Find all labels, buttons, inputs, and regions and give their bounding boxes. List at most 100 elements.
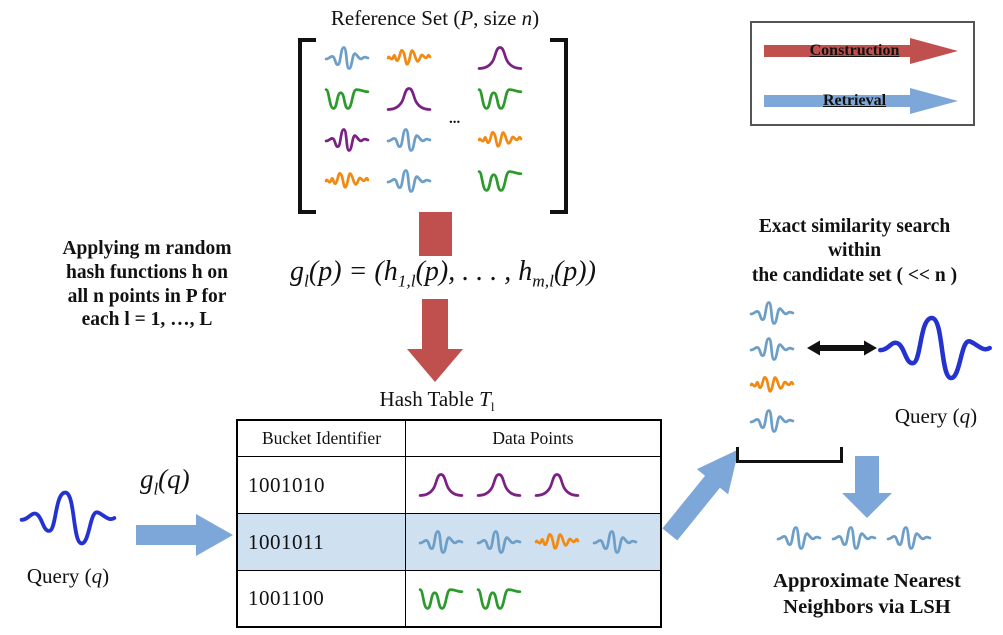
note-line: Applying m random (62, 238, 232, 259)
query-text: Query ( (26, 564, 92, 588)
hash-table: Bucket Identifier Data Points 1001010 10… (236, 419, 662, 628)
bucket-data-points (405, 570, 660, 626)
hash-table-title-text: Hash Table (379, 387, 480, 411)
hashing-note: Applying m random hash functions h on al… (18, 237, 276, 332)
waveform-icon (776, 526, 822, 550)
waveform-icon (749, 409, 795, 433)
note-line: the candidate set ( << n ) (751, 264, 958, 286)
bucket-data-points (405, 456, 660, 513)
column-header-data-points: Data Points (405, 421, 660, 456)
glq-args: (q) (158, 464, 190, 494)
bucket-id: 1001010 (238, 456, 405, 513)
formula-text: (p) = (h (308, 256, 398, 287)
waveform-icon (324, 88, 370, 110)
right-bracket (550, 38, 568, 214)
reference-waveforms: ... (324, 42, 523, 197)
waveform-icon (418, 473, 464, 497)
waveform-icon (886, 526, 932, 550)
query-text: ) (970, 404, 978, 428)
hash-table-title: Hash Table Tl (352, 387, 522, 415)
ann-result-waveforms (776, 522, 932, 554)
query-waveform-icon (876, 300, 994, 396)
reference-set-title: Reference Set (P, size n) (280, 6, 590, 31)
waveform-icon (324, 171, 370, 189)
waveform-icon (534, 473, 580, 497)
column-header-bucket: Bucket Identifier (261, 428, 382, 448)
formula-text: (p), . . . , h (415, 256, 533, 287)
waveform-icon (477, 88, 523, 110)
hash-function-formula: gl(p) = (h1,l(p), . . . , hm,l(p)) (258, 256, 628, 292)
query-waveform-icon (19, 490, 117, 546)
formula-sub-l: l (304, 271, 309, 291)
formula-sub-1l: 1,l (397, 271, 416, 291)
query-var-q: q (91, 564, 103, 588)
left-bracket (298, 38, 316, 214)
waveform-icon (386, 128, 432, 152)
hash-table-title-var: T (479, 387, 491, 411)
note-line: Approximate Nearest (773, 570, 961, 592)
note-line: Exact similarity search (758, 216, 951, 237)
retrieval-legend-row: Retrieval (763, 86, 962, 116)
ellipsis: ... (449, 111, 461, 127)
formula-g: g (290, 256, 305, 287)
waveform-icon (477, 170, 523, 192)
construction-label: Construction (809, 42, 900, 59)
waveform-icon (749, 301, 795, 325)
waveform-icon (386, 169, 432, 193)
bucket-data-points-highlighted (405, 513, 660, 570)
waveform-icon (386, 48, 432, 66)
retrieval-arrow-icon (763, 88, 958, 114)
query-label-left: Query (q) (2, 564, 134, 589)
candidate-set-bracket (736, 447, 843, 463)
retrieval-down-arrow-icon (842, 456, 892, 518)
compare-double-arrow-icon (807, 340, 877, 356)
waveform-icon (476, 530, 522, 554)
construction-down-arrow-icon (407, 299, 463, 382)
waveform-icon (324, 128, 370, 152)
construction-legend-row: Construction (763, 36, 962, 66)
waveform-icon (831, 526, 877, 550)
waveform-icon (477, 46, 523, 70)
waveform-icon (476, 587, 522, 610)
retrieval-diagonal-arrow-icon (662, 449, 739, 541)
query-hash-formula: gl(q) (140, 464, 190, 499)
legend-box: Construction Retrieval (750, 21, 975, 126)
glq-g: g (140, 464, 154, 494)
waveform-icon (476, 473, 522, 497)
matrix-column-3 (477, 42, 523, 197)
reference-set-matrix: ... (298, 38, 568, 214)
note-line: all n points in P for (67, 285, 227, 307)
construction-connector-icon (419, 212, 452, 256)
matrix-column-2 (386, 42, 432, 197)
note-line: each l = 1, …, L (81, 309, 213, 331)
candidate-set-waveforms (749, 297, 795, 437)
waveform-icon (534, 532, 580, 550)
matrix-column-1 (324, 42, 370, 197)
title-text: ) (532, 6, 540, 30)
waveform-icon (418, 587, 464, 610)
title-text: Reference Set ( (330, 6, 461, 30)
retrieval-label: Retrieval (822, 92, 887, 109)
waveform-icon (749, 375, 795, 393)
waveform-icon (386, 87, 432, 111)
title-var-p: P (460, 6, 474, 30)
note-line: hash functions h on (65, 261, 229, 283)
glq-sub-l: l (153, 479, 159, 499)
waveform-icon (749, 337, 795, 361)
bucket-id-highlighted: 1001011 (238, 513, 405, 570)
hash-table-title-sub: l (490, 399, 495, 415)
query-text: Query ( (894, 404, 960, 428)
query-text: ) (102, 564, 110, 588)
exact-search-note: Exact similarity search within the candi… (712, 215, 997, 288)
query-label-right: Query (q) (880, 404, 992, 429)
query-var-q: q (959, 404, 971, 428)
ann-result-label: Approximate Nearest Neighbors via LSH (733, 569, 1001, 620)
formula-sub-ml: m,l (532, 271, 554, 291)
waveform-icon (592, 530, 638, 554)
formula-text: (p)) (553, 256, 596, 287)
note-line: Neighbors via LSH (783, 595, 951, 618)
title-var-n: n (521, 6, 533, 30)
construction-arrow-icon (763, 38, 958, 64)
title-text: , size (473, 6, 522, 30)
